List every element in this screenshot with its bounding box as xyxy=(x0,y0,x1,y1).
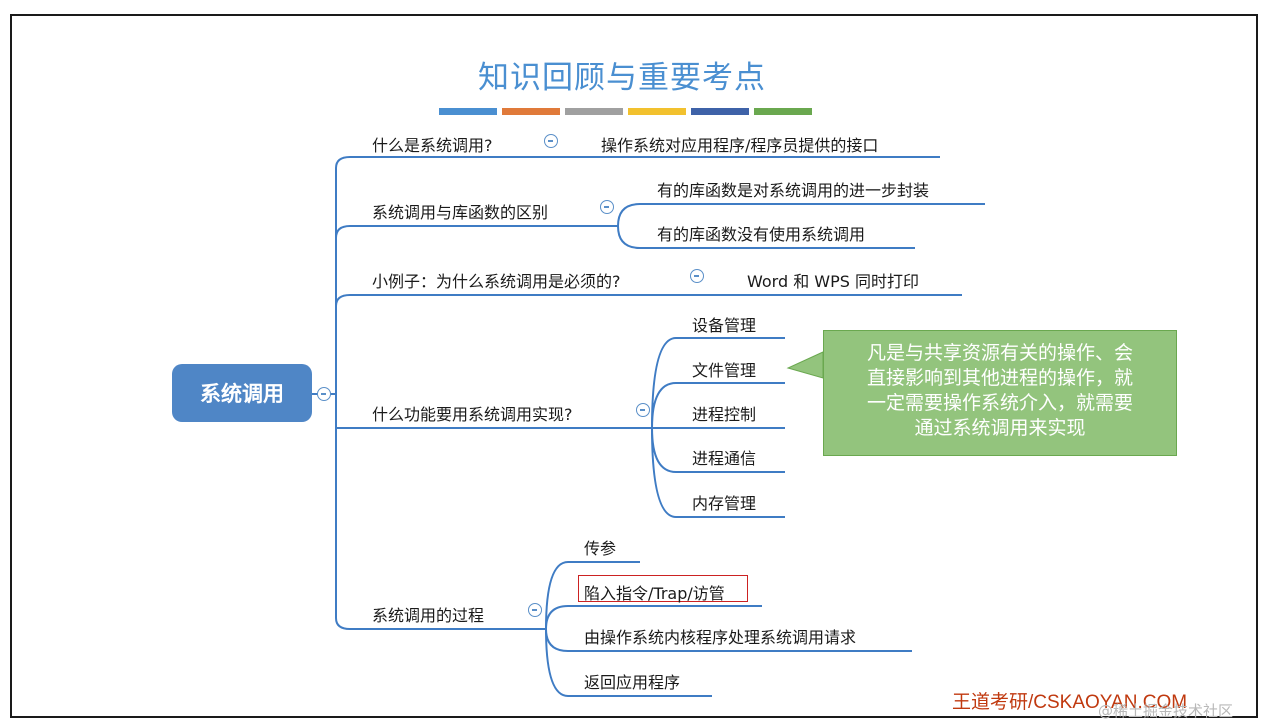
slide-title: 知识回顾与重要考点 xyxy=(478,60,766,96)
callout-line: 凡是与共享资源有关的操作、会 xyxy=(866,342,1133,364)
leaf-library-wraps[interactable]: 有的库函数是对系统调用的进一步封装 xyxy=(657,181,930,200)
footer-brand: 王道考研/CSKAOYAN.COM xyxy=(952,692,1188,713)
leaf-interface[interactable]: 操作系统对应用程序/程序员提供的接口 xyxy=(601,136,879,155)
leaf-process-communication[interactable]: 进程通信 xyxy=(692,449,757,468)
title-stripe-4 xyxy=(628,108,686,115)
leaf-return-to-app[interactable]: 返回应用程序 xyxy=(584,673,681,692)
collapse-icon[interactable] xyxy=(544,134,558,148)
branch-what-is-syscall[interactable]: 什么是系统调用? xyxy=(372,136,493,155)
watermark: @稀土掘金技术社区 xyxy=(1098,702,1234,720)
collapse-icon[interactable] xyxy=(600,200,614,214)
title-stripe-3 xyxy=(565,108,623,115)
leaf-memory-management[interactable]: 内存管理 xyxy=(692,494,757,513)
leaf-library-no-syscall[interactable]: 有的库函数没有使用系统调用 xyxy=(657,225,866,244)
collapse-icon[interactable] xyxy=(528,603,542,617)
leaf-device-management[interactable]: 设备管理 xyxy=(692,316,757,335)
callout-note: 凡是与共享资源有关的操作、会 直接影响到其他进程的操作，就 一定需要操作系统介入… xyxy=(823,330,1177,456)
collapse-icon[interactable] xyxy=(690,269,704,283)
branch-example[interactable]: 小例子：为什么系统调用是必须的? xyxy=(372,272,621,291)
title-stripe-6 xyxy=(754,108,812,115)
root-node[interactable]: 系统调用 xyxy=(172,364,312,422)
leaf-kernel-handles[interactable]: 由操作系统内核程序处理系统调用请求 xyxy=(584,628,857,647)
callout-line: 一定需要操作系统介入，就需要 xyxy=(866,392,1133,414)
leaf-file-management[interactable]: 文件管理 xyxy=(692,361,757,380)
highlight-box xyxy=(578,575,748,602)
callout-line: 直接影响到其他进程的操作，就 xyxy=(866,367,1133,389)
branch-which-functions[interactable]: 什么功能要用系统调用实现? xyxy=(372,405,573,424)
callout-line: 通过系统调用来实现 xyxy=(914,417,1086,439)
title-stripe-5 xyxy=(691,108,749,115)
title-stripe-1 xyxy=(439,108,497,115)
branch-syscall-process[interactable]: 系统调用的过程 xyxy=(372,606,485,625)
branch-syscall-vs-library[interactable]: 系统调用与库函数的区别 xyxy=(372,203,549,222)
title-stripe-2 xyxy=(502,108,560,115)
leaf-trap-instruction[interactable]: 陷入指令/Trap/访管 xyxy=(584,584,725,603)
collapse-icon[interactable] xyxy=(317,387,331,401)
leaf-word-wps[interactable]: Word 和 WPS 同时打印 xyxy=(747,272,920,291)
leaf-pass-params[interactable]: 传参 xyxy=(584,539,617,558)
leaf-process-control[interactable]: 进程控制 xyxy=(692,405,757,424)
collapse-icon[interactable] xyxy=(636,403,650,417)
